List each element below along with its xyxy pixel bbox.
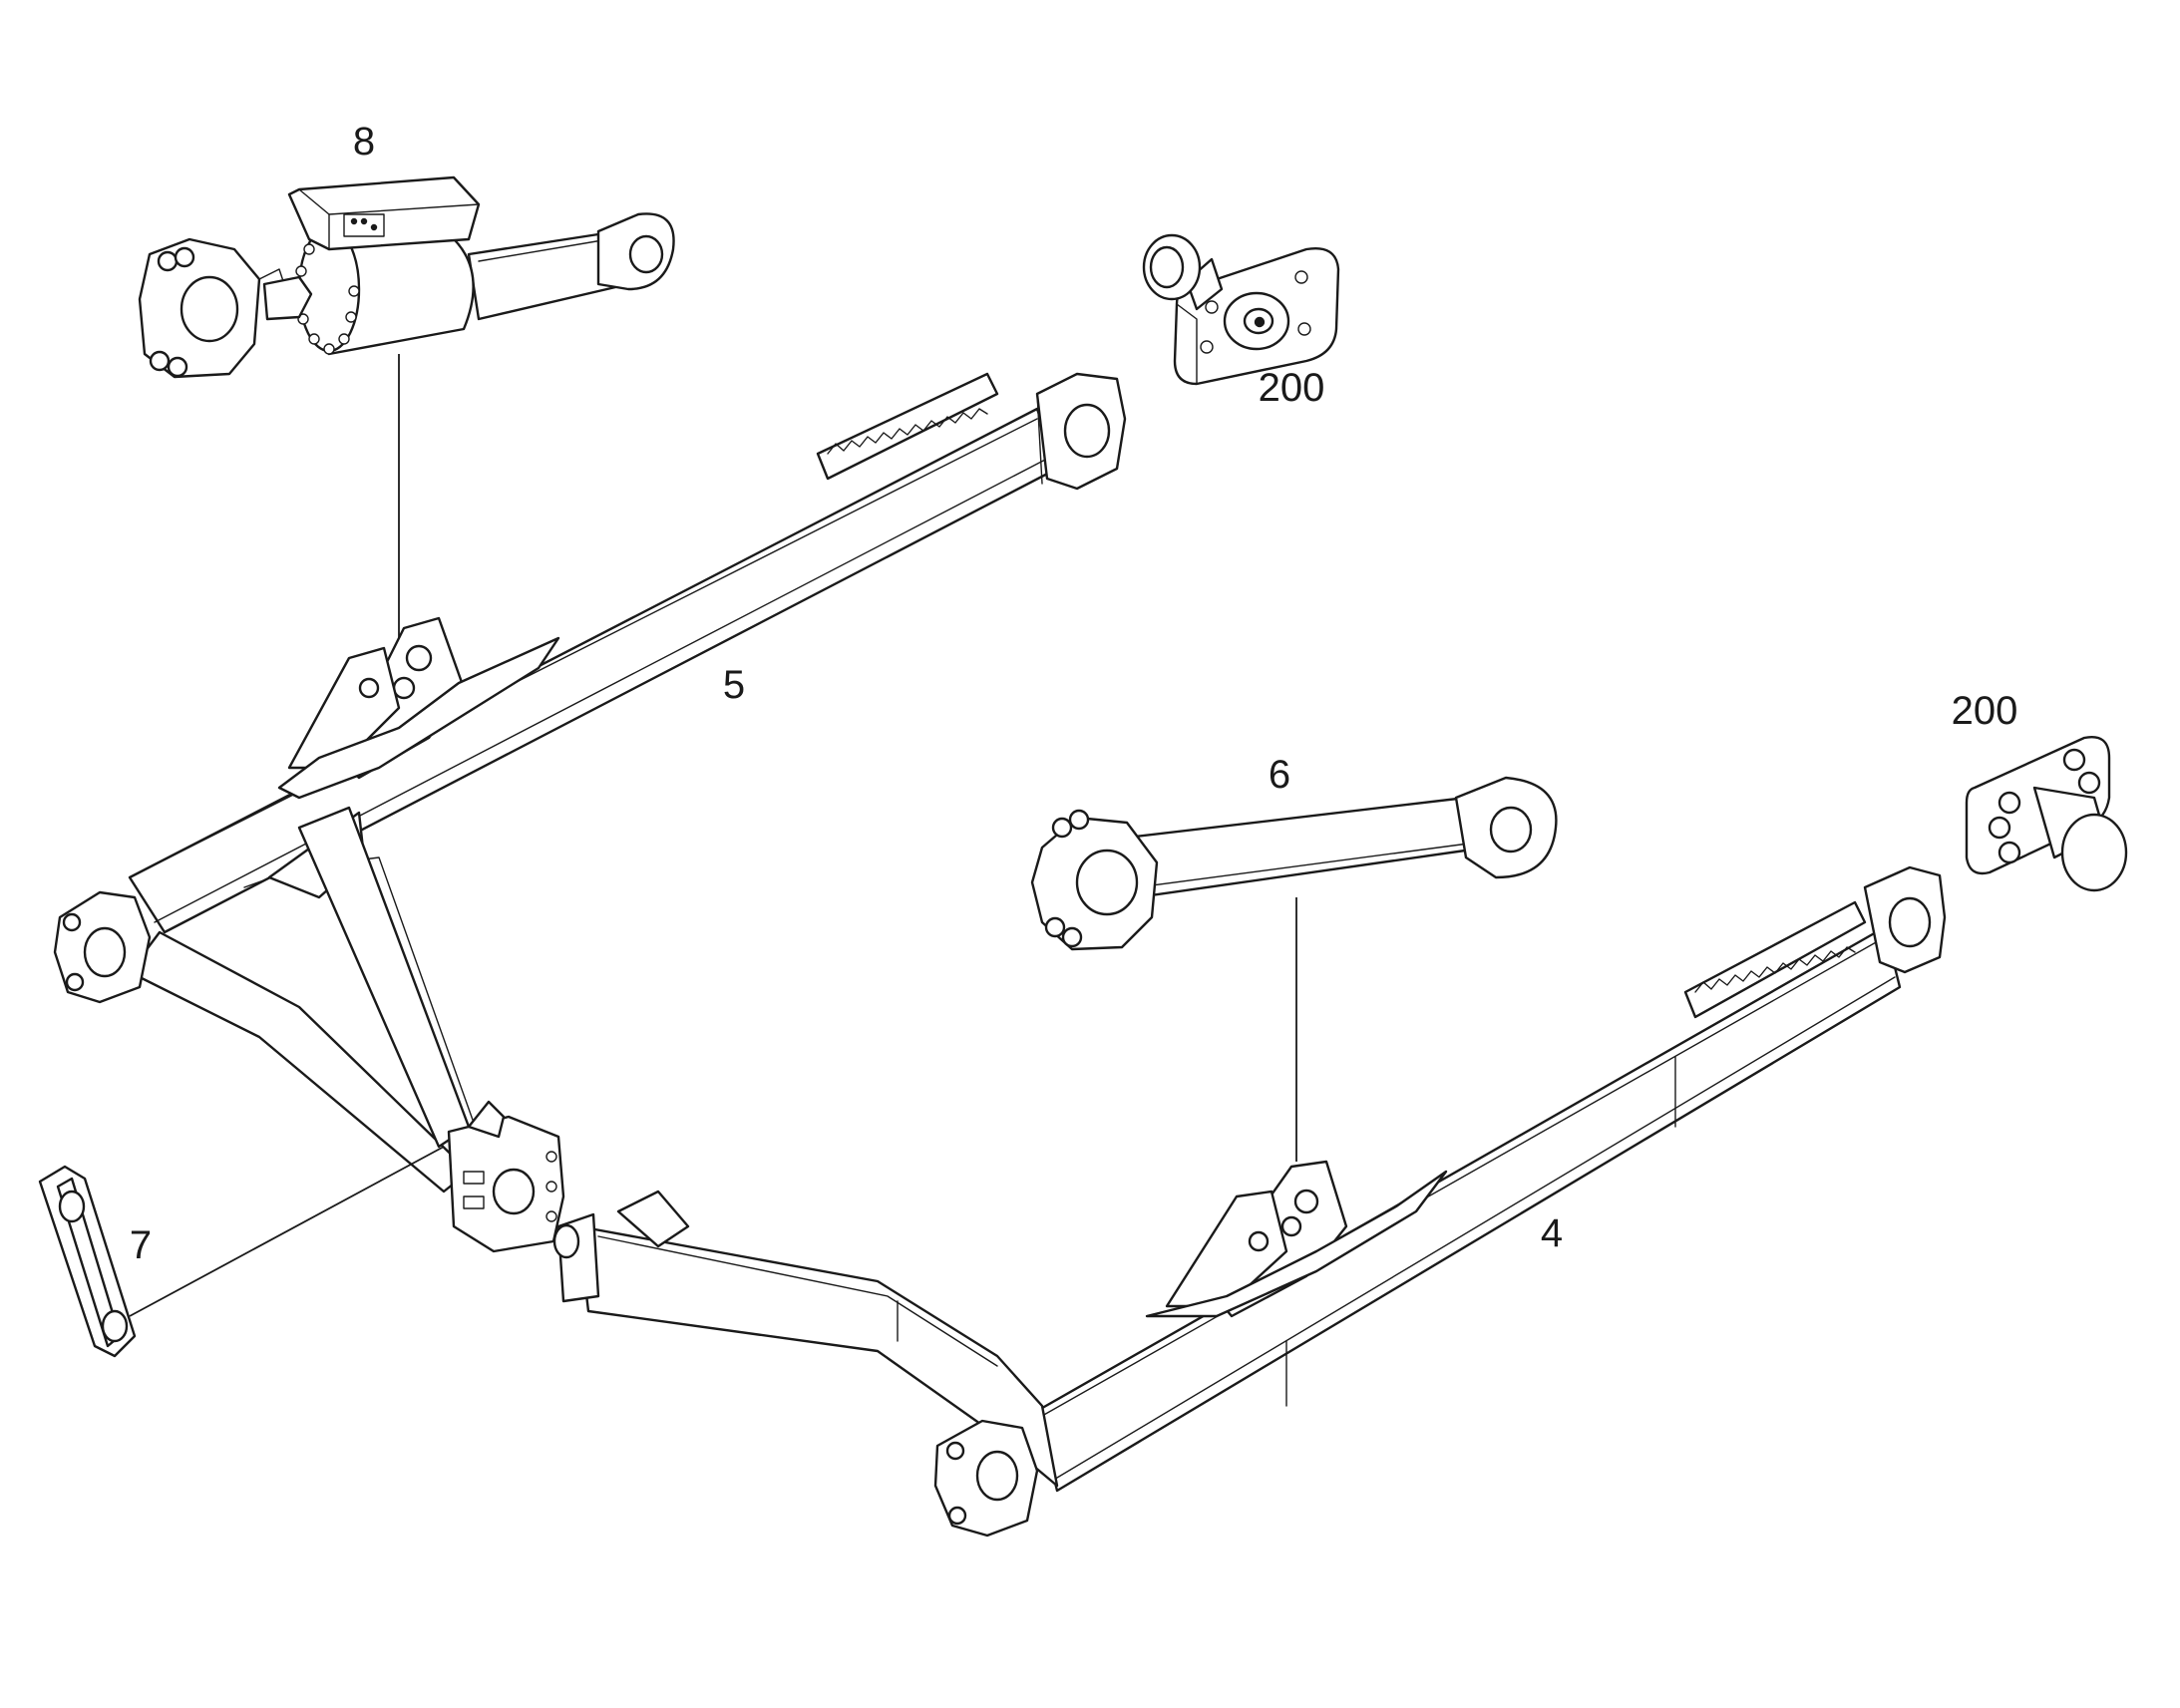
part-200-pivot-pin-top	[1142, 233, 1340, 386]
callout-part-4: 4	[1541, 1211, 1563, 1255]
callout-part-7: 7	[130, 1223, 152, 1267]
part-200-pivot-pin-right	[1965, 736, 2128, 892]
callout-part-5: 5	[723, 663, 745, 707]
callout-part-6: 6	[1269, 753, 1290, 797]
part-6-link-arm	[1030, 776, 1558, 951]
part-8-hydraulic-cylinder	[138, 175, 675, 379]
leader-part-7	[129, 1146, 445, 1317]
part-5-upper-arm	[53, 372, 1127, 1253]
leader-lines	[129, 354, 1297, 1317]
part-4-lower-arm	[552, 865, 1947, 1537]
callout-part-200-top: 200	[1259, 366, 1325, 410]
callout-part-8: 8	[353, 120, 375, 164]
part-7-link-bar	[38, 1165, 137, 1358]
callout-part-200-right: 200	[1952, 689, 2018, 733]
callout-labels: 8 200 5 200 6 7 4	[130, 120, 2018, 1267]
